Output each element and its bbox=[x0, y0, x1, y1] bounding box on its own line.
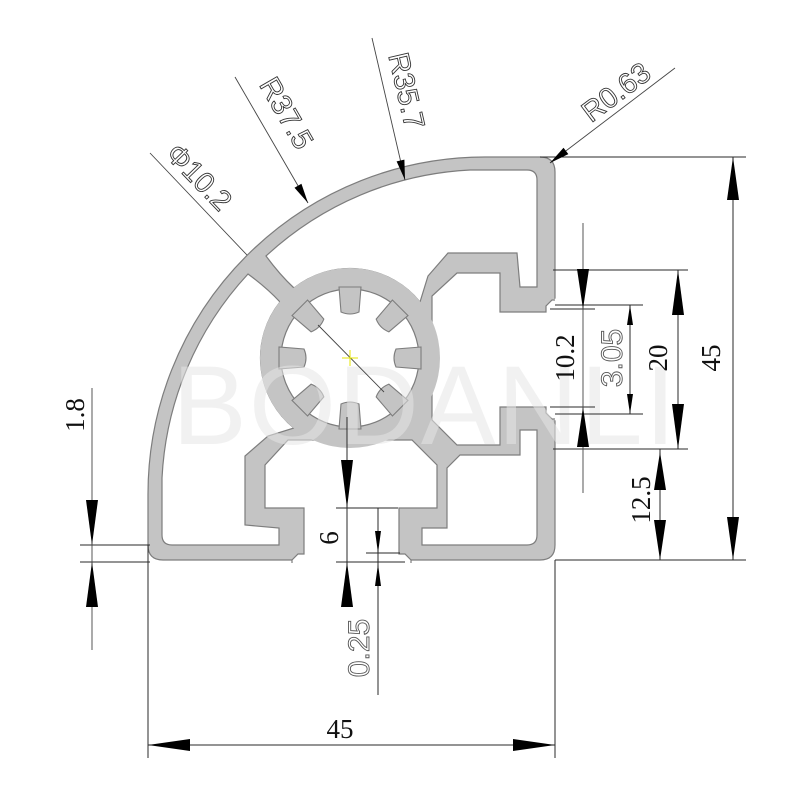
arrowhead-icon bbox=[513, 739, 555, 751]
arrowhead-icon bbox=[86, 500, 98, 545]
leader-corner-radius bbox=[549, 67, 676, 164]
hole-tooth bbox=[338, 401, 362, 430]
arrowhead-icon bbox=[627, 305, 633, 325]
lower-right-cavity bbox=[421, 429, 538, 546]
arrowhead-icon bbox=[727, 157, 739, 200]
dim-slot-offset: 12.5 bbox=[626, 476, 656, 523]
arrowhead-icon bbox=[654, 452, 666, 490]
arrowhead-icon bbox=[577, 269, 589, 309]
arrowhead-icon bbox=[396, 159, 405, 180]
arrowhead-icon bbox=[727, 517, 739, 560]
dim-overall-width: 45 bbox=[327, 714, 354, 744]
leader-inner-radius bbox=[371, 37, 406, 181]
dim-slot-width: 10.2 bbox=[550, 334, 580, 381]
hole-diameter-leader bbox=[149, 152, 385, 393]
hole-tooth bbox=[375, 383, 409, 417]
arrowhead-icon bbox=[341, 460, 353, 508]
arrowhead-icon bbox=[375, 531, 381, 553]
dim-slot-spacing: 20 bbox=[643, 345, 673, 372]
arrowhead-icon bbox=[341, 562, 353, 607]
label-outer-radius: R37.5 bbox=[253, 72, 319, 155]
hole-tooth bbox=[278, 346, 307, 370]
hole-tooth bbox=[375, 299, 409, 333]
hole-tooth bbox=[338, 286, 362, 315]
arrowhead-icon bbox=[294, 183, 308, 203]
dim-lip-thickness: 3.05 bbox=[596, 329, 629, 387]
dim-overall-height: 45 bbox=[696, 345, 726, 372]
arrowhead-icon bbox=[577, 407, 589, 447]
dim-wall-thickness: 1.8 bbox=[60, 398, 90, 432]
arrowhead-icon bbox=[148, 739, 190, 751]
hole-tooth bbox=[291, 383, 325, 417]
leader-outer-radius bbox=[234, 76, 309, 204]
arrowhead-icon bbox=[672, 404, 684, 449]
label-inner-radius: R35.7 bbox=[381, 50, 430, 133]
center-hole-teeth bbox=[278, 286, 422, 430]
arrowhead-icon bbox=[654, 520, 666, 560]
dimension-arrows bbox=[86, 147, 739, 751]
arrowhead-icon bbox=[550, 147, 569, 163]
label-corner-radius: R0.63 bbox=[576, 57, 657, 129]
arrowhead-icon bbox=[86, 562, 98, 607]
dim-recess-depth: 0.25 bbox=[343, 619, 376, 677]
watermark: BODANLI bbox=[172, 343, 678, 468]
arrowhead-icon bbox=[375, 564, 381, 586]
arrowhead-icon bbox=[627, 394, 633, 414]
hole-tooth bbox=[393, 346, 422, 370]
aluminium-profile bbox=[147, 156, 557, 565]
label-hole-diameter: Φ10.2 bbox=[159, 138, 237, 217]
dim-slot-depth: 6 bbox=[314, 531, 344, 545]
arrowhead-icon bbox=[672, 270, 684, 315]
